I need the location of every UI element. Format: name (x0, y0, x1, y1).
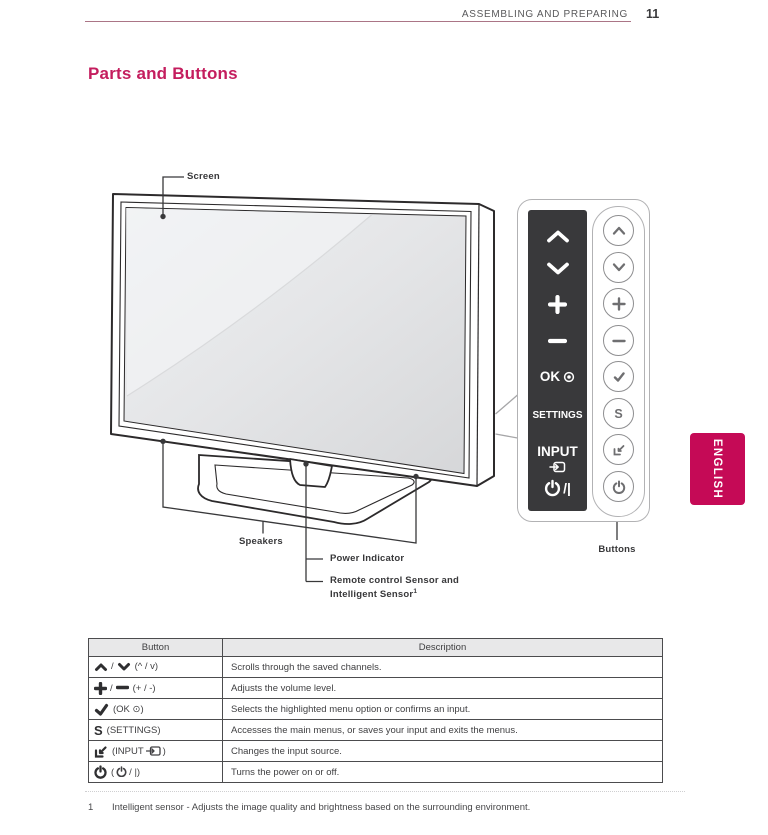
table-row: (OK ⊙) Selects the highlighted menu opti… (88, 698, 663, 720)
section-title: Parts and Buttons (88, 64, 238, 83)
ok-label: OK (539, 369, 561, 384)
remote-sensor-text: Intelligent Sensor (330, 589, 414, 600)
screen-label: Screen (187, 171, 220, 182)
minus-icon (548, 338, 567, 344)
button-description: Changes the input source. (222, 740, 663, 762)
check-icon (94, 703, 109, 716)
footnote-text: Intelligent sensor - Adjusts the image q… (112, 802, 531, 813)
check-icon (613, 371, 625, 382)
remote-sensor-label-line2: Intelligent Sensor1 (330, 588, 418, 600)
button-name-open: ( (111, 766, 115, 778)
side-button-channel-up[interactable] (603, 215, 634, 246)
plus-icon (548, 295, 567, 314)
button-name: (+ / -) (132, 682, 156, 694)
power-icon (94, 765, 107, 779)
screen-reflection (126, 208, 372, 396)
button-name: (SETTINGS) (106, 724, 161, 736)
power-mini-icon (116, 766, 127, 778)
panel-callout-lines (495, 394, 518, 439)
settings-label: SETTINGS (532, 410, 583, 421)
button-name-close: ) (162, 745, 166, 757)
remote-sensor-label-line1: Remote control Sensor and (330, 575, 460, 586)
settings-s-icon: S (94, 722, 103, 738)
settings-s-icon: S (614, 406, 623, 421)
button-name: (OK ⊙) (113, 703, 144, 715)
chevron-down-icon (546, 262, 569, 275)
side-button-power[interactable] (603, 471, 634, 502)
language-tab: ENGLISH (690, 433, 745, 505)
side-button-input[interactable] (603, 434, 634, 465)
panel-ok-button[interactable]: OK (528, 369, 587, 384)
chevron-up-icon (94, 661, 108, 672)
stand-neck (289, 458, 333, 488)
side-button-settings[interactable]: S (603, 398, 634, 429)
speakers-label: Speakers (239, 536, 283, 547)
footnote-marker: 1 (88, 802, 94, 813)
button-description: Accesses the main menus, or saves your i… (222, 719, 663, 741)
button-description: Scrolls through the saved channels. (222, 656, 663, 678)
button-name-open: (INPUT (112, 745, 144, 757)
table-header-row: Button Description (88, 638, 663, 657)
header-rule (85, 21, 631, 22)
ok-dot-icon (563, 371, 575, 382)
buttons-label: Buttons (598, 544, 636, 555)
input-box-icon (145, 746, 161, 757)
side-button-ok[interactable] (603, 361, 634, 392)
header-chapter-title: ASSEMBLING AND PREPARING (461, 9, 628, 20)
input-arrow-icon (94, 745, 108, 758)
button-description: Turns the power on or off. (222, 761, 663, 783)
separator: / (110, 682, 113, 694)
table-row: (INPUT) Changes the input source. (88, 740, 663, 762)
table-row: S(SETTINGS) Accesses the main menus, or … (88, 719, 663, 741)
power-icon (545, 479, 561, 497)
panel-channel-up[interactable] (528, 229, 587, 244)
power-suffix: /| (563, 480, 571, 496)
side-button-volume-down[interactable] (603, 325, 634, 356)
chevron-down-icon (117, 661, 131, 672)
label-leader-lines (162, 176, 618, 583)
panel-channel-down[interactable] (528, 261, 587, 276)
power-icon (612, 480, 625, 494)
input-label: INPUT (537, 444, 578, 459)
plus-icon (93, 681, 108, 695)
chevron-up-icon (546, 230, 569, 243)
input-arrow-icon (613, 444, 624, 455)
buttons-table: Button Description / (^ / v) Scrolls thro… (88, 638, 663, 783)
language-tab-text: ENGLISH (711, 438, 724, 500)
table-row: ( / |) Turns the power on or off. (88, 761, 663, 783)
button-name: (^ / v) (134, 661, 159, 673)
panel-settings-button[interactable]: SETTINGS (528, 410, 587, 421)
side-button-channel-down[interactable] (603, 252, 634, 283)
plus-icon (611, 296, 626, 311)
button-name-close: / |) (129, 766, 141, 778)
panel-input-button[interactable]: INPUT (528, 444, 587, 459)
separator: / (111, 661, 114, 673)
chevron-up-icon (612, 226, 625, 235)
panel-volume-down[interactable] (528, 337, 587, 345)
page-number: 11 (646, 7, 660, 21)
table-row: / (^ / v) Scrolls through the saved chann… (88, 656, 663, 678)
minus-icon (115, 683, 129, 694)
button-description: Adjusts the volume level. (222, 677, 663, 699)
column-header-description: Description (222, 638, 663, 657)
footnote-marker-ref: 1 (413, 588, 418, 595)
footnote: 1 Intelligent sensor - Adjusts the image … (85, 791, 685, 813)
table-row: / (+ / -) Adjusts the volume level. (88, 677, 663, 699)
side-button-volume-up[interactable] (603, 288, 634, 319)
panel-dark-strip (528, 210, 587, 511)
tv-side-edge (476, 203, 480, 487)
power-indicator-label: Power Indicator (330, 553, 405, 564)
tv-bezel (118, 201, 472, 479)
chevron-down-icon (612, 263, 625, 272)
column-header-button: Button (88, 638, 223, 657)
minus-icon (611, 339, 626, 342)
screen-reflection-edge (126, 214, 373, 397)
panel-volume-up[interactable] (528, 295, 587, 314)
panel-input-icon-row (528, 461, 587, 473)
panel-power-button[interactable]: /| (528, 479, 587, 497)
input-box-icon (549, 461, 566, 473)
stand-base-rim (214, 464, 415, 514)
button-description: Selects the highlighted menu option or c… (222, 698, 663, 720)
